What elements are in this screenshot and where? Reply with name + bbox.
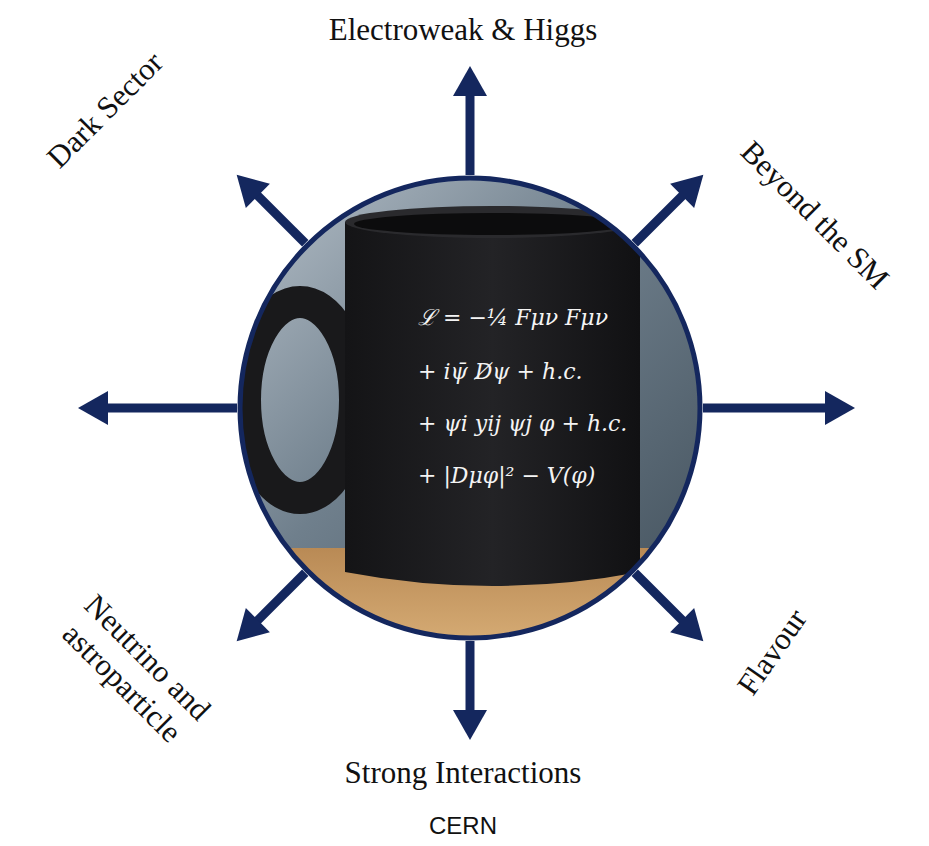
arrow-shaft — [466, 641, 475, 712]
topic-label: Electroweak & Higgs — [329, 12, 598, 48]
equation-line: + |Dμφ|² − V(φ) — [418, 463, 595, 488]
arrow-shaft — [466, 94, 475, 175]
topic-label: Flavour — [730, 602, 815, 701]
arrow-shaft — [256, 194, 305, 243]
arrow-head — [453, 66, 487, 96]
topic-label: Beyond the SM — [734, 134, 897, 297]
arrow-head — [670, 608, 703, 641]
topic-label: Strong Interactions — [345, 755, 582, 791]
frame-circle — [240, 178, 700, 638]
arrow-head — [78, 391, 108, 425]
arrow-shaft — [635, 573, 684, 622]
equation-line: ℒ = −¼ Fμν Fμν — [418, 305, 608, 330]
arrow-group — [78, 66, 855, 740]
credit-label: CERN — [429, 812, 497, 840]
arrow-head — [237, 175, 270, 208]
arrow-head — [825, 391, 855, 425]
arrow-head — [237, 608, 270, 641]
equation-line: + ψi yij ψj φ + h.c. — [418, 411, 627, 436]
equation-line: + iψ̄ D̸ψ + h.c. — [418, 359, 583, 384]
arrow-shaft — [256, 573, 305, 622]
arrow-head — [670, 175, 703, 208]
arrow-shaft — [703, 404, 827, 413]
topic-label: Neutrino and astroparticle — [25, 560, 245, 780]
arrow-head — [453, 710, 487, 740]
mug-photo — [230, 170, 710, 650]
arrow-shaft — [106, 404, 237, 413]
topic-label: Dark Sector — [40, 45, 171, 176]
arrow-shaft — [635, 194, 684, 243]
